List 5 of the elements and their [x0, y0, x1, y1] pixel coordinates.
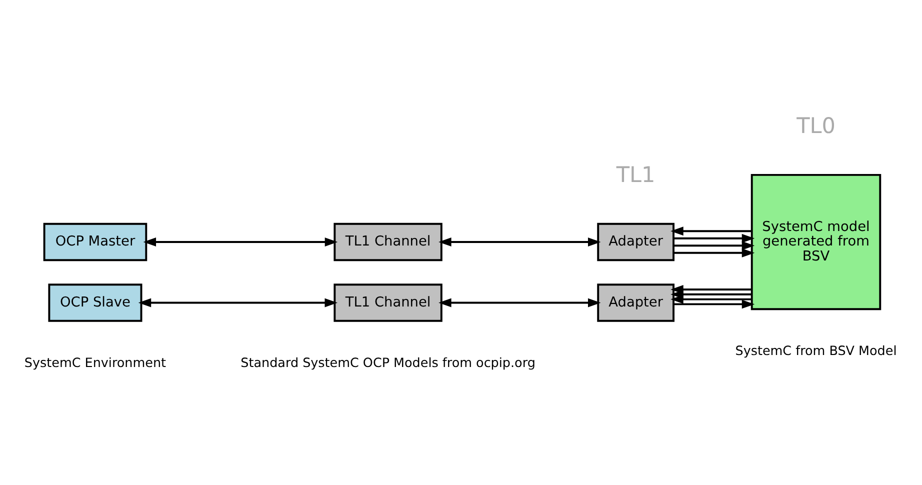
label: Standard SystemC OCP Models from ocpip.org: [240, 355, 536, 370]
label: SystemC from BSV Model: [735, 344, 897, 359]
label: SystemC Environment: [24, 355, 166, 370]
label: TL0: [796, 113, 836, 138]
label: TL1: [616, 162, 656, 188]
